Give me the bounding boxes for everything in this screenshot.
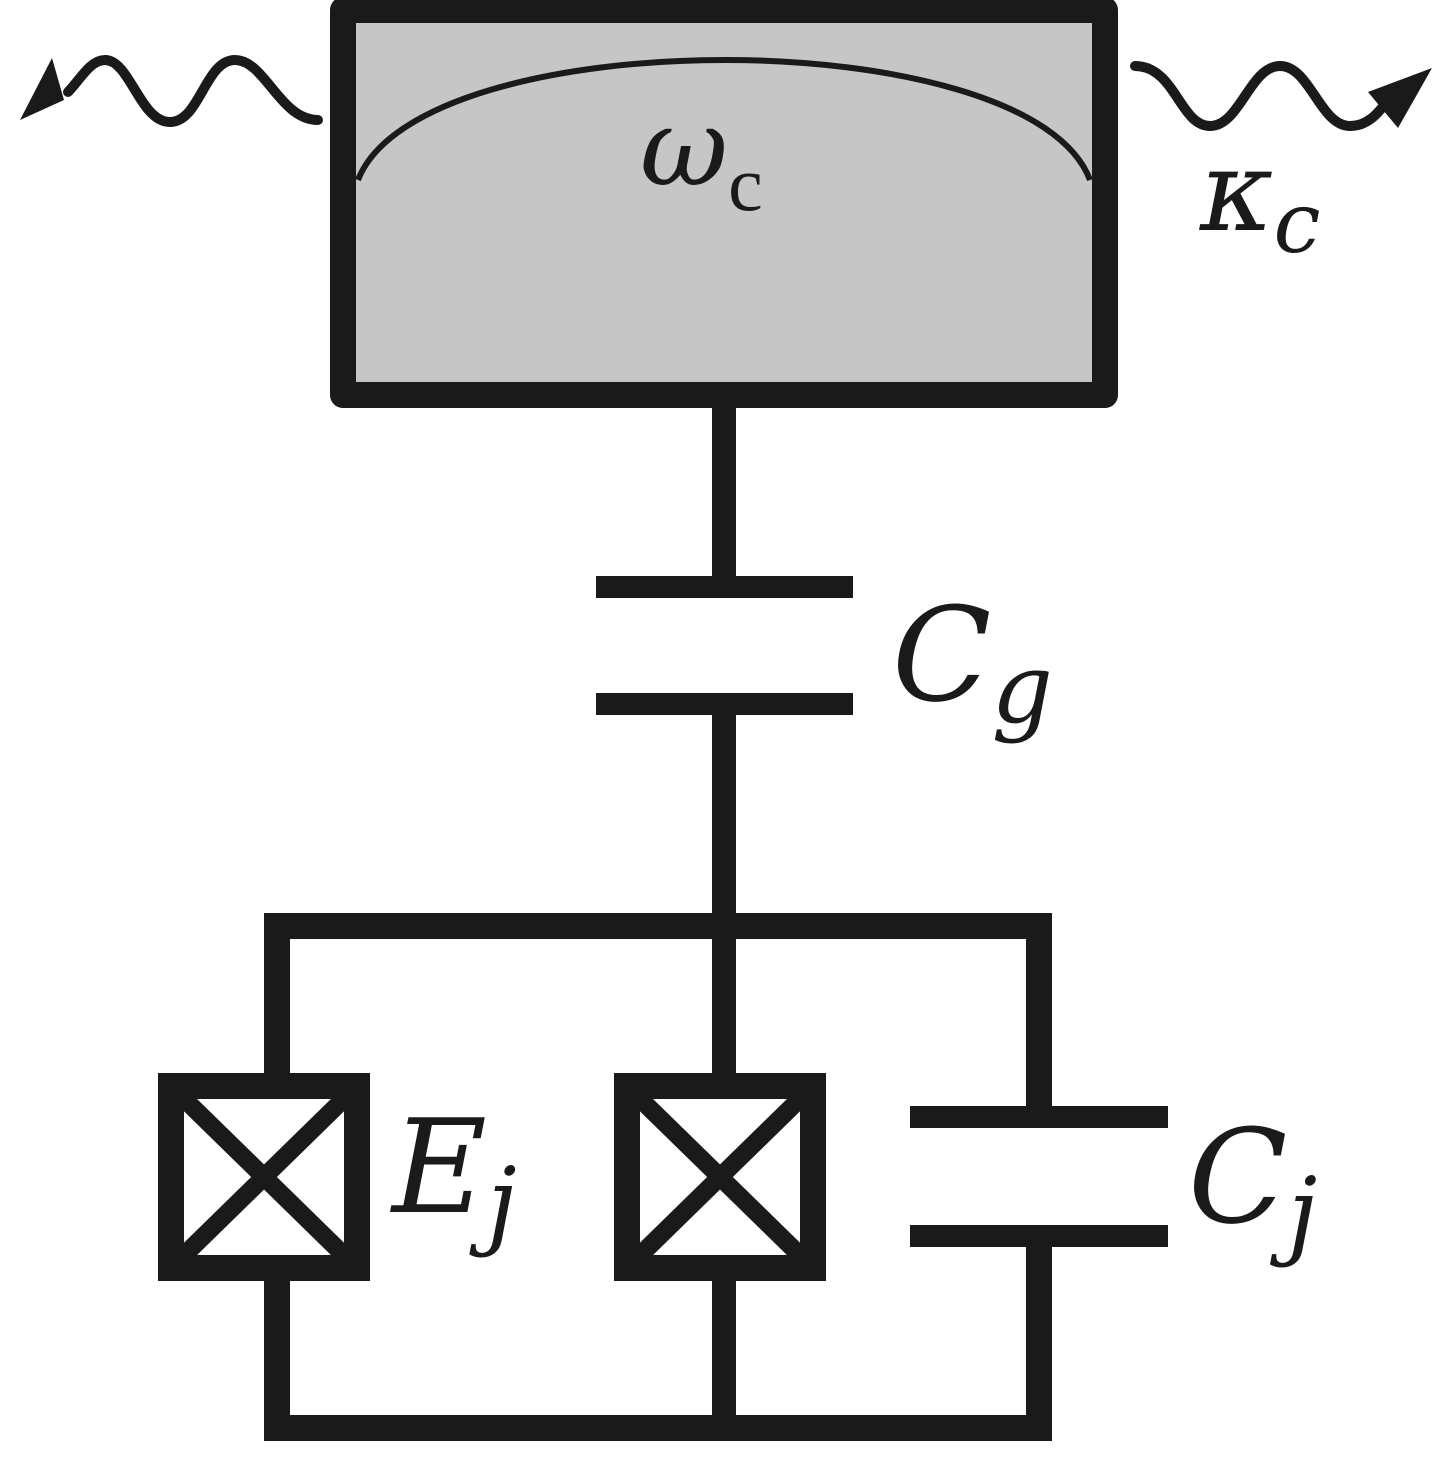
junction-capacitor-label: Cj — [1188, 1101, 1317, 1269]
loss-rate-subscript: c — [1273, 174, 1320, 272]
loss-rate-symbol: κ — [1199, 127, 1273, 257]
right-photon-leak — [1130, 60, 1432, 132]
right-wave-line — [1130, 60, 1395, 132]
cavity-box — [330, 0, 1118, 408]
left-junction-branch — [158, 913, 370, 1441]
junction-capacitor-symbol: C — [1188, 1101, 1287, 1253]
cavity-frequency-label: ωc — [640, 86, 763, 227]
left-wave-line — [63, 54, 323, 128]
loss-rate-label: κc — [1199, 127, 1321, 272]
middle-junction-branch — [614, 926, 826, 1428]
middle-josephson-junction-icon — [614, 1073, 826, 1281]
cavity-mode-arc — [355, 57, 1093, 182]
coupling-capacitor-symbol: C — [892, 579, 991, 731]
junction-energy-symbol: E — [390, 1091, 487, 1243]
junction-energy-label: Ej — [390, 1091, 517, 1259]
left-photon-leak — [20, 54, 323, 128]
junction-capacitor-branch — [910, 913, 1168, 1441]
left-josephson-junction-icon — [158, 1073, 370, 1281]
coupling-capacitor-subscript: g — [991, 633, 1052, 745]
cavity-frequency-symbol: ω — [640, 86, 728, 211]
left-arrowhead-icon — [20, 58, 64, 120]
cavity-frequency-subscript: c — [728, 140, 763, 227]
right-arrowhead-icon — [1368, 68, 1432, 128]
coupling-capacitor-label: Cg — [892, 579, 1053, 745]
cavity-resonator: ωc — [330, 0, 1118, 408]
coupling-capacitor: Cg — [596, 576, 1053, 745]
